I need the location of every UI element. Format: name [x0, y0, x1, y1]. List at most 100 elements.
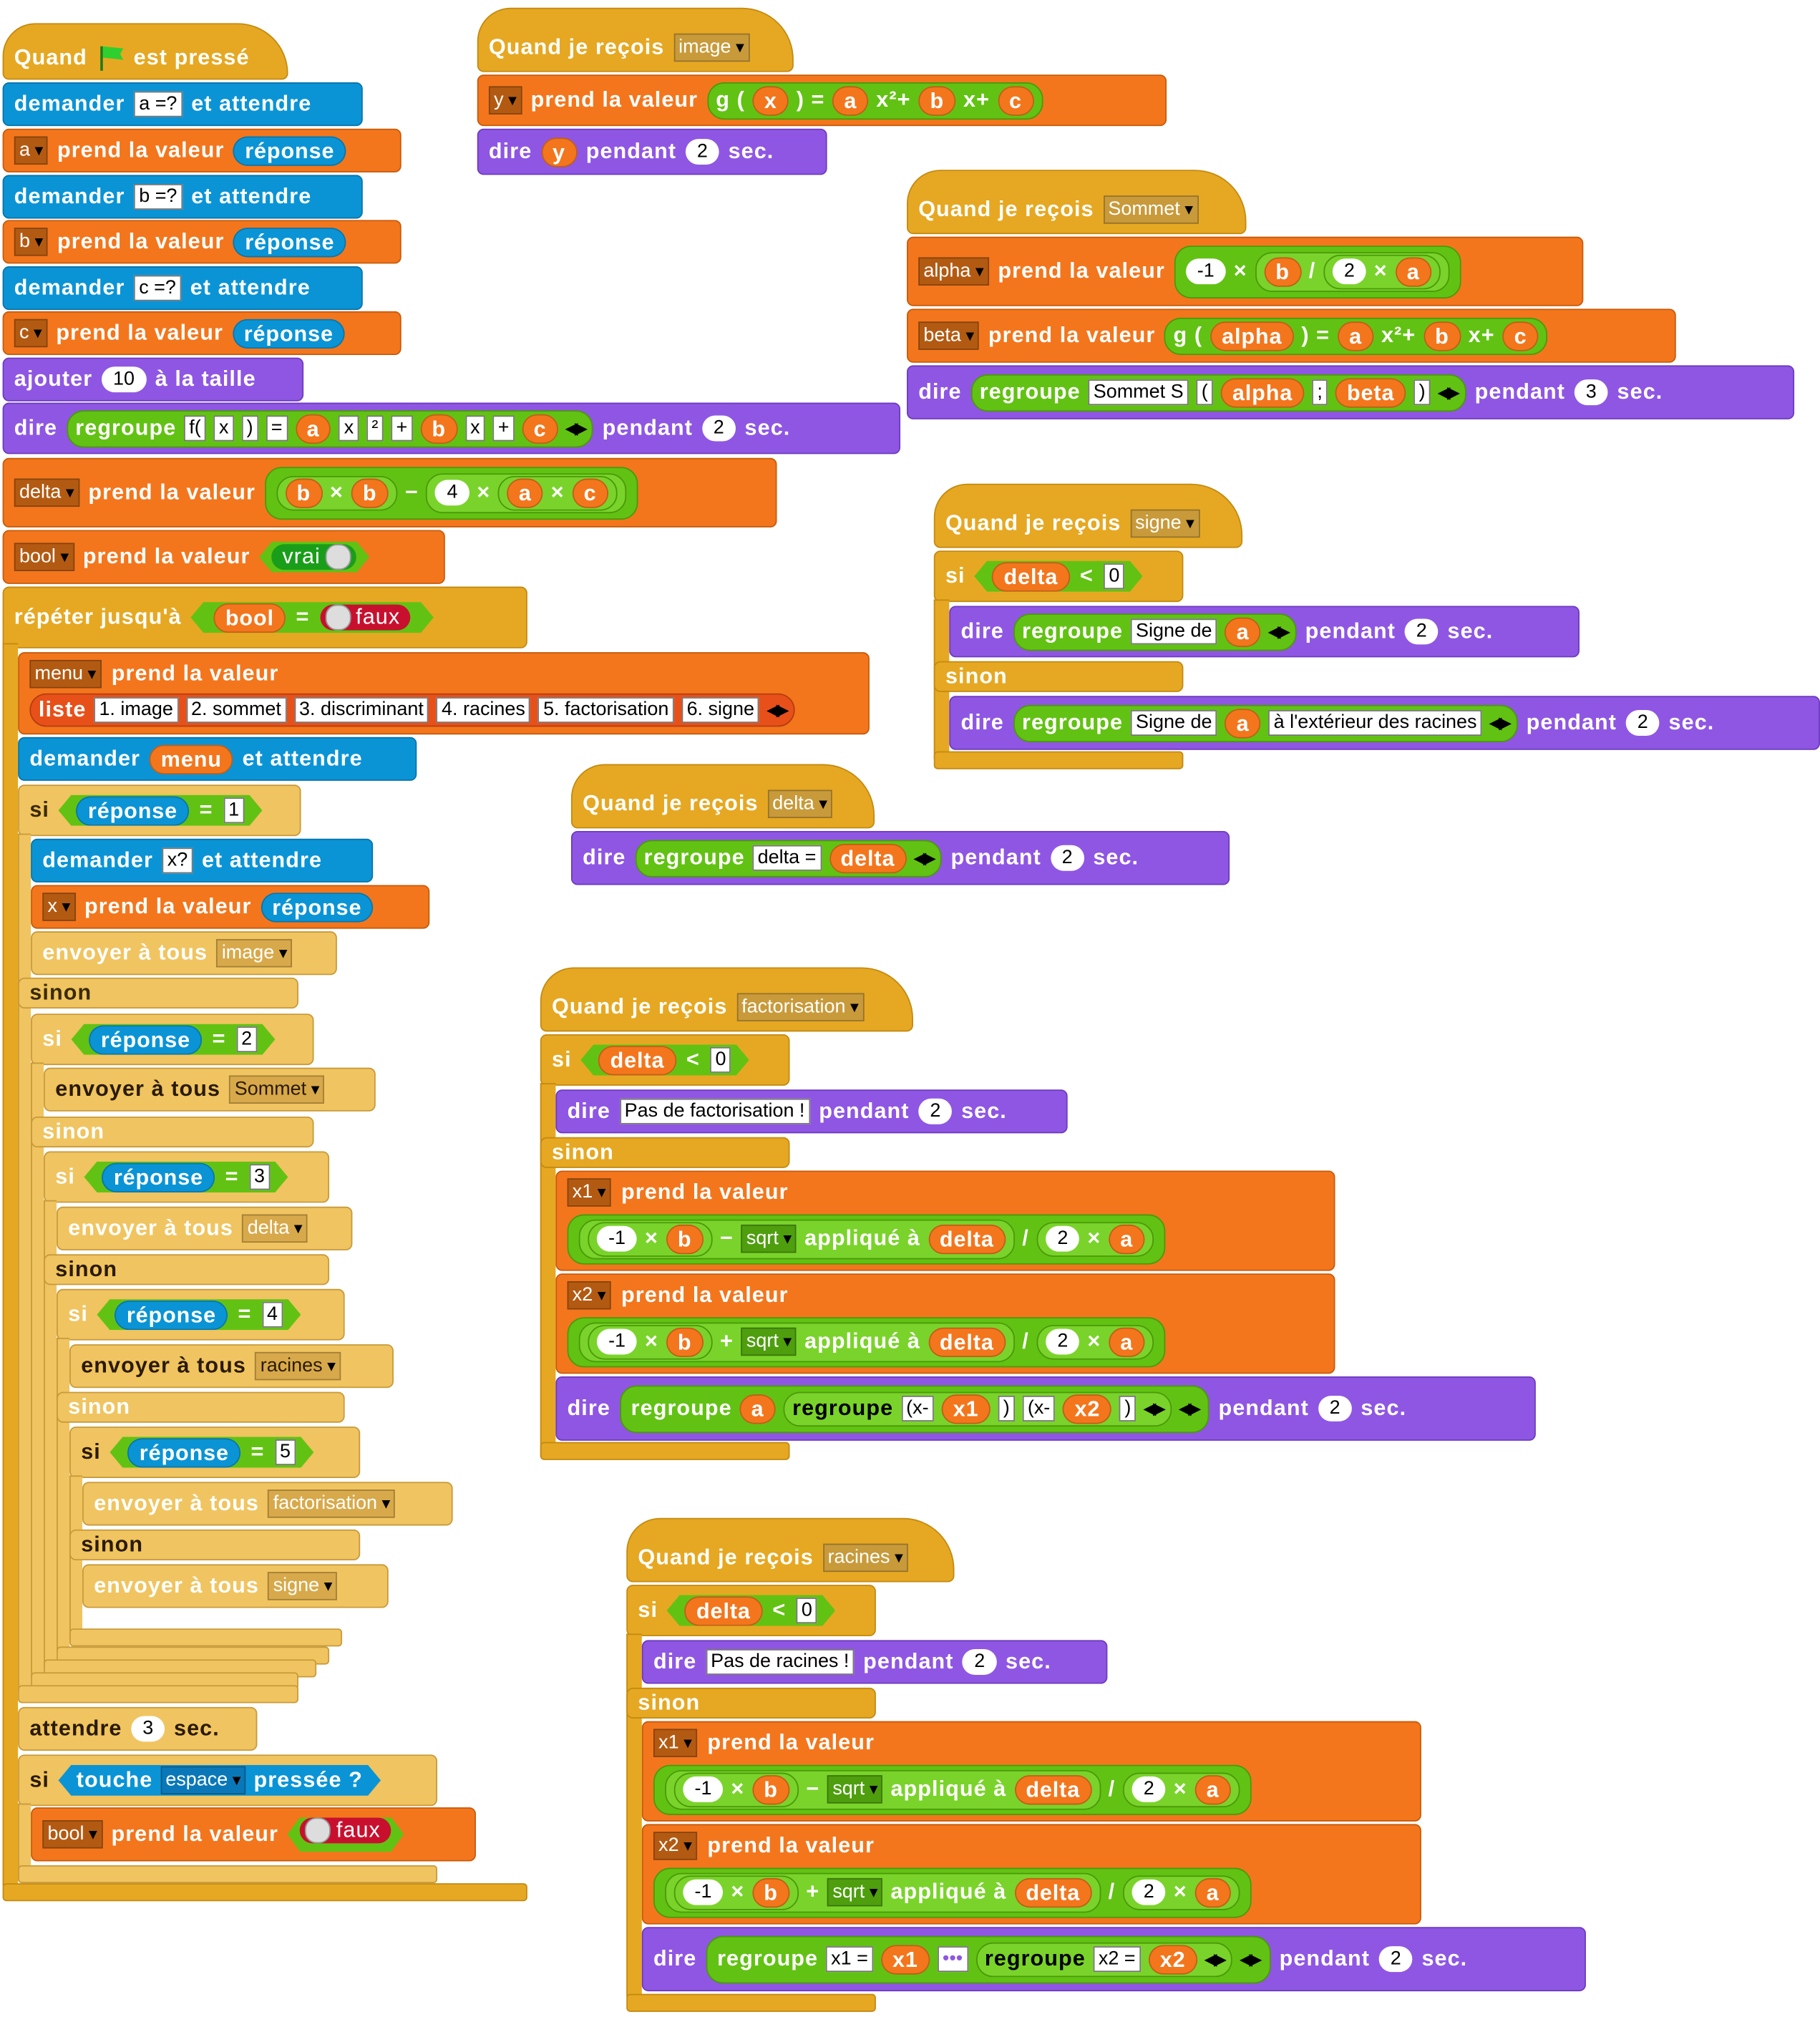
var-reporter-delta[interactable]: delta: [992, 561, 1069, 590]
secs-input[interactable]: 2: [701, 415, 736, 442]
join-reporter[interactable]: regroupe Signe de a ◀▶: [1013, 613, 1297, 651]
join-slot[interactable]: x2 =: [1093, 1946, 1141, 1973]
broadcast-signe-block[interactable]: envoyer à tous signe: [82, 1564, 389, 1608]
equals-predicate[interactable]: réponse = 3: [84, 1162, 288, 1192]
times-reporter[interactable]: 2 × a: [1036, 1221, 1154, 1256]
set-x2-block[interactable]: x2prend la valeur -1 × b + sqrt appliqué…: [555, 1273, 1335, 1374]
join-slot[interactable]: x: [213, 415, 234, 442]
equals-predicate[interactable]: réponse = 2: [72, 1024, 276, 1055]
times-reporter[interactable]: 2 × a: [1123, 1771, 1240, 1807]
join-slot[interactable]: à l'extérieur des racines: [1268, 710, 1482, 736]
when-receive-delta-hat[interactable]: Quand je reçois delta: [570, 764, 875, 829]
message-dropdown[interactable]: image: [216, 938, 293, 968]
set-a-block[interactable]: a prend la valeur réponse: [2, 128, 402, 172]
secs-input[interactable]: 3: [131, 1716, 165, 1742]
say-y-block[interactable]: dire y pendant 2 sec.: [477, 128, 827, 175]
join-slot[interactable]: (: [1196, 379, 1213, 406]
answer-reporter[interactable]: réponse: [232, 318, 346, 349]
number-input[interactable]: -1: [596, 1225, 638, 1252]
var-reporter-a[interactable]: a: [739, 1394, 776, 1424]
arrows-icon[interactable]: ◀▶: [1489, 714, 1512, 732]
if-answer-3-block[interactable]: si réponse = 3: [44, 1151, 330, 1203]
compare-input[interactable]: 4: [262, 1302, 283, 1328]
var-reporter-a[interactable]: a: [1109, 1326, 1145, 1357]
var-reporter-alpha[interactable]: alpha: [1210, 321, 1294, 351]
times-reporter[interactable]: -1 × b / 2 × a: [1174, 245, 1461, 298]
var-reporter-a[interactable]: a: [1109, 1224, 1145, 1254]
join-reporter[interactable]: regroupe x1 = x1 ••• regroupe x2 = x2 ◀▶…: [705, 1935, 1271, 1983]
var-reporter-a[interactable]: a: [507, 477, 543, 507]
set-delta-block[interactable]: delta prend la valeur b × b − 4 × a × c: [2, 457, 777, 528]
var-dropdown-x2[interactable]: x2: [567, 1280, 611, 1309]
secs-input[interactable]: 3: [1574, 379, 1608, 406]
secs-input[interactable]: 2: [1318, 1395, 1352, 1421]
join-slot[interactable]: x: [464, 415, 485, 442]
key-dropdown[interactable]: espace: [160, 1766, 246, 1795]
var-reporter-delta[interactable]: delta: [829, 843, 907, 873]
answer-reporter[interactable]: réponse: [77, 796, 190, 825]
equals-predicate[interactable]: réponse = 1: [59, 795, 263, 826]
list-item[interactable]: 5. factorisation: [537, 697, 674, 724]
var-dropdown-alpha[interactable]: alpha: [918, 257, 989, 286]
join-slot[interactable]: ;: [1312, 379, 1328, 406]
arrows-icon[interactable]: ◀▶: [1179, 1399, 1201, 1418]
var-reporter-x2[interactable]: x2: [1148, 1944, 1197, 1974]
var-dropdown-x1[interactable]: x1: [567, 1177, 611, 1206]
var-reporter-b[interactable]: b: [666, 1326, 704, 1357]
less-than-predicate[interactable]: delta < 0: [974, 561, 1143, 592]
join-reporter[interactable]: regroupe a regroupe (x- x1 ) (x- x2 ) ◀▶…: [619, 1384, 1210, 1433]
call-g-reporter[interactable]: g ( alpha ) = a x²+ b x+ c: [1164, 317, 1548, 355]
number-input[interactable]: 2: [1046, 1328, 1080, 1355]
message-dropdown[interactable]: factorisation: [268, 1489, 396, 1518]
var-reporter-delta[interactable]: delta: [928, 1224, 1006, 1254]
when-receive-factorisation-hat[interactable]: Quand je reçois factorisation: [540, 967, 914, 1032]
message-dropdown[interactable]: Sommet: [229, 1075, 325, 1104]
compare-input[interactable]: 5: [275, 1439, 296, 1465]
var-dropdown-beta[interactable]: beta: [918, 321, 980, 350]
divide-reporter[interactable]: b / 2 × a: [1255, 251, 1449, 292]
var-reporter-beta[interactable]: beta: [1335, 377, 1406, 407]
var-reporter-a[interactable]: a: [1395, 256, 1431, 286]
false-toggle[interactable]: faux: [320, 605, 411, 631]
var-reporter-c[interactable]: c: [572, 477, 608, 507]
if-delta-lt-0-block[interactable]: si delta < 0: [626, 1585, 876, 1637]
join-slot[interactable]: ): [1119, 1395, 1137, 1421]
broadcast-delta-block[interactable]: envoyer à tous delta: [57, 1206, 353, 1250]
secs-input[interactable]: 2: [1625, 710, 1660, 736]
var-reporter-delta[interactable]: delta: [1014, 1877, 1092, 1907]
var-reporter-c[interactable]: c: [1502, 321, 1539, 351]
say-signe-a-block[interactable]: dire regroupe Signe de a ◀▶ pendant 2 se…: [949, 606, 1580, 658]
var-reporter-x2[interactable]: x2: [1063, 1394, 1112, 1424]
times-reporter[interactable]: -1 × b: [673, 1771, 799, 1807]
times-reporter[interactable]: 4 × a × c: [426, 472, 626, 513]
var-reporter-delta[interactable]: delta: [928, 1326, 1006, 1357]
times-reporter[interactable]: -1 × b: [673, 1875, 799, 1910]
set-b-block[interactable]: b prend la valeur réponse: [2, 220, 402, 264]
function-dropdown[interactable]: sqrt: [741, 1224, 797, 1253]
when-receive-signe-hat[interactable]: Quand je reçois signe: [933, 483, 1243, 548]
set-beta-block[interactable]: beta prend la valeur g ( alpha ) = a x²+…: [907, 308, 1676, 363]
arrows-icon[interactable]: ◀▶: [767, 701, 789, 719]
compare-input[interactable]: 0: [710, 1047, 731, 1073]
arrows-icon[interactable]: ◀▶: [1240, 1950, 1262, 1968]
times-reporter[interactable]: a × c: [498, 475, 618, 510]
var-reporter-b[interactable]: b: [918, 85, 956, 115]
less-than-predicate[interactable]: delta < 0: [667, 1595, 836, 1626]
compare-input[interactable]: 0: [797, 1598, 817, 1623]
key-pressed-predicate[interactable]: touche espace pressée ?: [59, 1765, 381, 1796]
message-dropdown[interactable]: delta: [767, 789, 833, 819]
list-item[interactable]: 3. discriminant: [293, 697, 429, 724]
join-reporter-inner[interactable]: regroupe (x- x1 ) (x- x2 ) ◀▶: [783, 1391, 1172, 1427]
list-item[interactable]: 1. image: [94, 697, 179, 724]
secs-input[interactable]: 2: [963, 1649, 997, 1675]
number-input[interactable]: 4: [435, 480, 469, 506]
times-reporter[interactable]: -1 × b: [588, 1221, 713, 1256]
var-dropdown-c[interactable]: c: [14, 319, 47, 348]
join-reporter[interactable]: regroupe delta = delta ◀▶: [635, 839, 942, 877]
var-reporter-b[interactable]: b: [752, 1774, 790, 1804]
var-dropdown-a[interactable]: a: [14, 136, 49, 165]
ask-x-block[interactable]: demander x? et attendre: [31, 838, 374, 883]
var-reporter-b[interactable]: b: [285, 477, 323, 507]
number-input[interactable]: -1: [596, 1328, 638, 1355]
divide-reporter[interactable]: -1 × b + sqrt appliqué à delta / 2 × a: [567, 1316, 1166, 1367]
